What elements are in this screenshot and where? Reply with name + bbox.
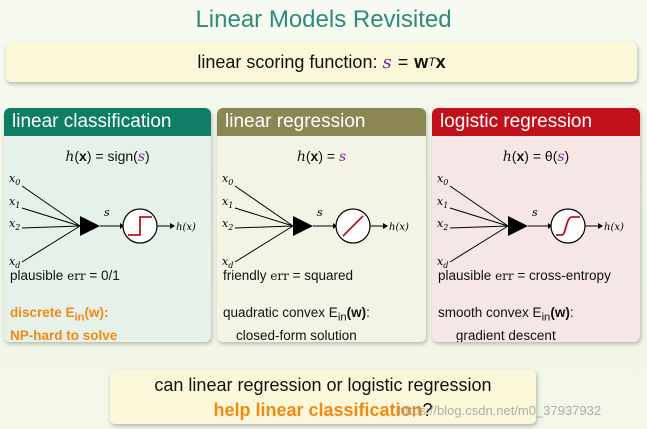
- panel-logistic-regression: logistic regression h(x) = θ(s) x0 x1 x2…: [432, 108, 640, 342]
- close-paren: ): [564, 148, 570, 164]
- svg-text:x2: x2: [222, 217, 233, 232]
- panel-header: logistic regression: [432, 108, 640, 136]
- s-symbol: s: [557, 149, 565, 165]
- error-measure: plausible err = 0/1: [10, 268, 120, 283]
- close-paren: ): [145, 148, 150, 164]
- score-variable: s: [382, 51, 392, 73]
- svg-text:x1: x1: [222, 195, 233, 210]
- equals: =: [532, 148, 542, 164]
- x-symbol: x: [79, 148, 87, 164]
- panel-linear-regression: linear regression h(x) = s x0 x1 x2 xd s…: [217, 108, 426, 342]
- theta-function: θ(: [544, 148, 558, 164]
- s-symbol: s: [137, 149, 145, 165]
- hypothesis-formula: h(x) = s: [296, 148, 347, 165]
- panel-header: linear regression: [217, 108, 426, 136]
- banner-label: linear scoring function:: [197, 51, 378, 72]
- regression-diagram: x0 x1 x2 xd s h(x): [222, 172, 409, 270]
- equals: =: [95, 148, 104, 164]
- slide-title: Linear Models Revisited: [195, 6, 452, 33]
- optimization-note: smooth convex Ein(w): gradient descent: [438, 305, 574, 342]
- identity-function-curve: [342, 215, 364, 237]
- error-measure: plausible err = cross-entropy: [438, 268, 611, 283]
- s-label: s: [104, 206, 110, 219]
- transpose-mark: T: [428, 55, 436, 69]
- panel-header: linear classification: [4, 108, 211, 136]
- feature-vector: x: [435, 51, 446, 72]
- svg-text:xd: xd: [437, 255, 448, 270]
- h-symbol: h: [296, 149, 306, 165]
- svg-text:s: s: [532, 206, 538, 219]
- question-line-2: help linear classification?: [213, 400, 433, 420]
- hypothesis-formula: h(x) = sign(s): [65, 148, 150, 165]
- optimization-note: quadratic convex Ein(w): closed-form sol…: [223, 305, 370, 342]
- input-x0: x0: [9, 172, 20, 187]
- svg-text:h(x): h(x): [604, 222, 624, 233]
- step-function-curve: [128, 216, 152, 236]
- weight-vector: w: [414, 51, 429, 72]
- input-x2: x2: [9, 217, 20, 232]
- logistic-diagram: x0 x1 x2 xd s h(x): [437, 172, 624, 270]
- activation-circle: [550, 208, 586, 244]
- panel-linear-classification: linear classification h(x) = sign(s) x0 …: [4, 108, 211, 342]
- input-x1: x1: [9, 195, 20, 210]
- input-xd: xd: [9, 255, 20, 270]
- watermark-url: https://blog.csdn.net/m0_37937932: [398, 403, 602, 418]
- h-symbol: h: [65, 149, 75, 165]
- x-symbol: x: [310, 148, 319, 164]
- hypothesis-formula: h(x) = θ(s): [502, 148, 570, 165]
- svg-text:x2: x2: [437, 217, 448, 232]
- summation-node: [80, 216, 100, 236]
- h-symbol: h: [502, 149, 512, 165]
- h-output-label: h(x): [176, 222, 196, 233]
- error-measure: friendly err = squared: [223, 268, 354, 283]
- svg-text:x1: x1: [437, 195, 448, 210]
- x-symbol: x: [516, 148, 525, 164]
- svg-text:h(x): h(x): [389, 222, 409, 233]
- equals: =: [326, 148, 336, 164]
- sigmoid-function-curve: [556, 216, 580, 236]
- svg-text:xd: xd: [222, 255, 233, 270]
- perceptron-diagram: x0 x1 x2 xd s h(x): [9, 172, 196, 270]
- sign-function: sign(: [107, 148, 138, 164]
- question-line-1: can linear regression or logistic regres…: [154, 375, 492, 395]
- question-box: can linear regression or logistic regres…: [110, 370, 536, 424]
- svg-text:s: s: [317, 206, 323, 219]
- svg-text:x0: x0: [437, 172, 448, 187]
- svg-text:x0: x0: [222, 172, 233, 187]
- optimization-note: discrete Ein(w): NP-hard to solve: [10, 305, 118, 342]
- s-symbol: s: [338, 149, 347, 165]
- banner-equals: =: [397, 51, 409, 72]
